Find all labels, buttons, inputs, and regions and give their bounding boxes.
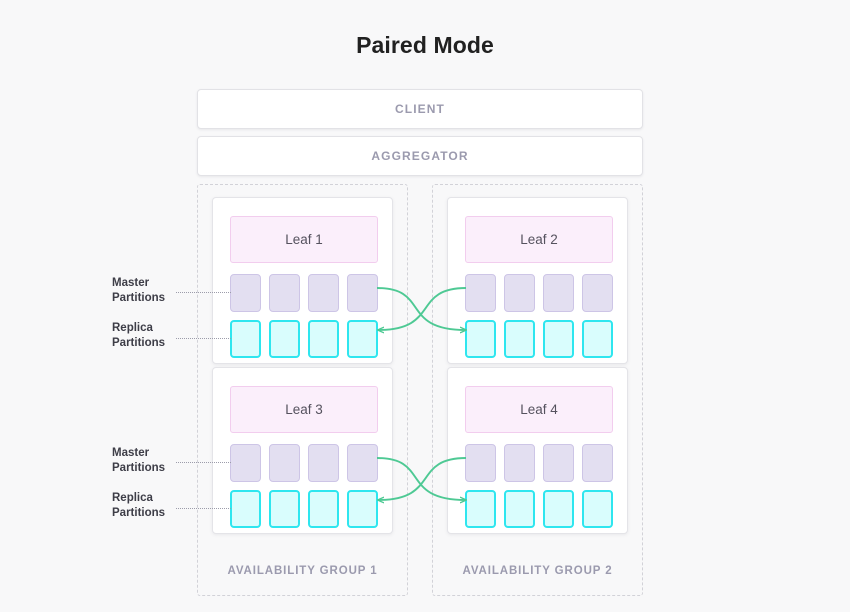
master-partition-row-leaf2 — [465, 274, 613, 312]
leaf-header-leaf2: Leaf 2 — [465, 216, 613, 263]
replica-partition — [465, 320, 496, 358]
master-partition — [308, 274, 339, 312]
replica-partition — [504, 320, 535, 358]
master-partition — [543, 444, 574, 482]
label-line-2: Partitions — [112, 292, 166, 304]
replica-partition — [269, 320, 300, 358]
label-replica-partitions-bottom: Replica Partitions — [112, 491, 176, 521]
label-line-2: Partitions — [112, 337, 166, 349]
label-master-partitions-top: Master Partitions — [112, 276, 176, 306]
replica-partition — [230, 320, 261, 358]
master-partition — [269, 444, 300, 482]
replica-partition — [465, 490, 496, 528]
node-aggregator: AGGREGATOR — [197, 136, 643, 176]
replica-partition — [308, 490, 339, 528]
master-partition-row-leaf4 — [465, 444, 613, 482]
master-partition — [465, 274, 496, 312]
replica-partition — [347, 490, 378, 528]
leaf-header-leaf3: Leaf 3 — [230, 386, 378, 433]
leaf-label-leaf4: Leaf 4 — [520, 402, 558, 417]
master-partition-row-leaf3 — [230, 444, 378, 482]
availability-group-2-label: AVAILABILITY GROUP 2 — [462, 565, 613, 577]
replica-partition — [543, 490, 574, 528]
replica-partition — [347, 320, 378, 358]
master-partition — [230, 274, 261, 312]
master-partition — [504, 274, 535, 312]
leader-line-master-top — [176, 292, 231, 293]
master-partition — [504, 444, 535, 482]
label-line-2: Partitions — [112, 462, 166, 474]
node-client: CLIENT — [197, 89, 643, 129]
replica-partition — [230, 490, 261, 528]
master-partition — [582, 444, 613, 482]
leader-line-master-bottom — [176, 462, 231, 463]
node-client-label: CLIENT — [395, 102, 445, 116]
master-partition-row-leaf1 — [230, 274, 378, 312]
label-line-2: Partitions — [112, 507, 166, 519]
label-line-1: Replica — [112, 492, 153, 504]
master-partition — [465, 444, 496, 482]
label-line-1: Master — [112, 277, 150, 289]
replica-partition — [308, 320, 339, 358]
leaf-label-leaf3: Leaf 3 — [285, 402, 323, 417]
label-line-1: Replica — [112, 322, 153, 334]
leaf-container-leaf1: Leaf 1 — [212, 197, 393, 364]
replica-partition-row-leaf2 — [465, 320, 613, 358]
master-partition — [347, 274, 378, 312]
replica-partition-row-leaf1 — [230, 320, 378, 358]
leaf-header-leaf1: Leaf 1 — [230, 216, 378, 263]
label-line-1: Master — [112, 447, 150, 459]
leaf-label-leaf2: Leaf 2 — [520, 232, 558, 247]
master-partition — [230, 444, 261, 482]
replica-partition-row-leaf3 — [230, 490, 378, 528]
replica-partition — [504, 490, 535, 528]
replica-partition — [582, 490, 613, 528]
replica-partition — [543, 320, 574, 358]
leaf-container-leaf4: Leaf 4 — [447, 367, 628, 534]
label-master-partitions-bottom: Master Partitions — [112, 446, 176, 476]
leaf-container-leaf2: Leaf 2 — [447, 197, 628, 364]
label-replica-partitions-top: Replica Partitions — [112, 321, 176, 351]
replica-partition — [269, 490, 300, 528]
master-partition — [347, 444, 378, 482]
page-title: Paired Mode — [356, 32, 494, 58]
replica-partition-row-leaf4 — [465, 490, 613, 528]
availability-group-1: AVAILABILITY GROUP 1 — [197, 184, 408, 596]
leaf-header-leaf4: Leaf 4 — [465, 386, 613, 433]
replica-partition — [582, 320, 613, 358]
master-partition — [582, 274, 613, 312]
master-partition — [543, 274, 574, 312]
leaf-container-leaf3: Leaf 3 — [212, 367, 393, 534]
master-partition — [269, 274, 300, 312]
node-aggregator-label: AGGREGATOR — [371, 149, 469, 163]
availability-group-2: AVAILABILITY GROUP 2 — [432, 184, 643, 596]
availability-group-1-label: AVAILABILITY GROUP 1 — [227, 565, 378, 577]
leader-line-replica-top — [176, 338, 231, 339]
leader-line-replica-bottom — [176, 508, 231, 509]
leaf-label-leaf1: Leaf 1 — [285, 232, 323, 247]
master-partition — [308, 444, 339, 482]
